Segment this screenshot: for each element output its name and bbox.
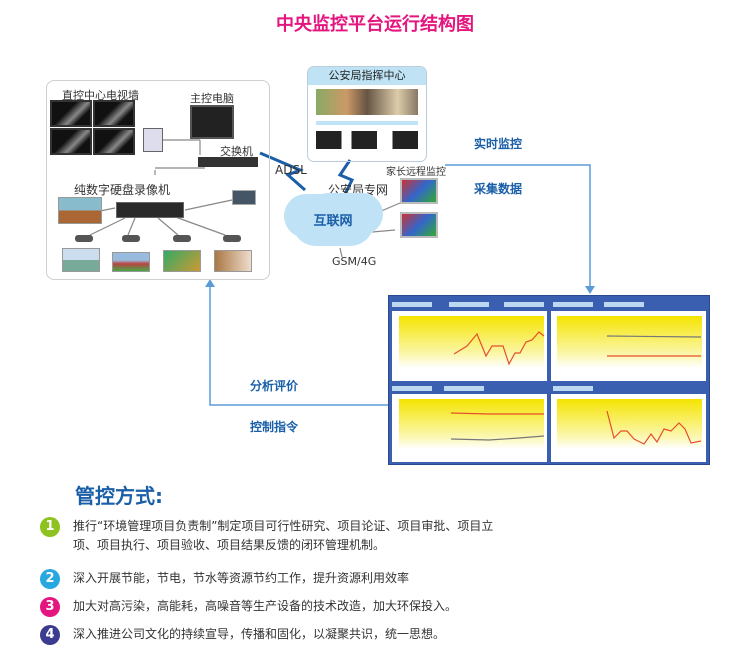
page-title: 中央监控平台运行结构图 xyxy=(276,14,474,35)
switch-icon xyxy=(198,157,258,167)
police-center-box: 公安局指挥中心 xyxy=(307,66,427,162)
camera-icon xyxy=(173,235,191,242)
number-badge: 3 xyxy=(40,597,60,617)
tv-screen xyxy=(50,100,92,127)
bus-line xyxy=(316,121,418,125)
tv-screen xyxy=(50,128,92,155)
camera-icon xyxy=(75,235,93,242)
internet-cloud: 互联网 xyxy=(292,198,374,246)
realtime-label: 实时监控 xyxy=(474,137,523,151)
list-item-text: 推行“环境管理项目负责制”制定项目可行性研究、项目论证、项目审批、项目立项、项目… xyxy=(73,519,494,552)
tv-wall-label: 直控中心电视墙 xyxy=(62,89,139,102)
control-label: 控制指令 xyxy=(250,420,299,434)
computer-icon xyxy=(190,105,234,139)
realtime-arrow xyxy=(445,164,591,288)
section-title: 管控方式: xyxy=(75,484,163,508)
police-equipment-image xyxy=(316,131,418,149)
parent-monitor-label: 家长远程监控 xyxy=(386,167,446,178)
adsl-link xyxy=(259,151,306,192)
laptop-icon xyxy=(400,212,438,238)
monitoring-charts-panel xyxy=(388,295,710,465)
collect-label: 采集数据 xyxy=(474,182,523,196)
main-pc-label: 主控电脑 xyxy=(190,92,234,105)
tv-screen xyxy=(93,100,135,127)
police-center-label: 公安局指挥中心 xyxy=(308,67,426,85)
site-image xyxy=(214,250,252,272)
site-image xyxy=(62,248,100,272)
police-net-label: 公安局专网 xyxy=(328,183,389,197)
nvr-label: 纯数字硬盘录像机 xyxy=(74,183,171,197)
analyze-label: 分析评价 xyxy=(250,379,299,393)
adsl-label: ADSL xyxy=(275,163,307,177)
control-arrow xyxy=(209,285,388,406)
monitoring-charts-image xyxy=(392,302,706,462)
laptop-icon xyxy=(232,190,256,205)
list-item-text: 深入推进公司文化的持续宣导，传播和固化，以凝聚共识，统一思想。 xyxy=(73,627,446,641)
camera-icon xyxy=(223,235,241,242)
list-item-text: 深入开展节能，节电，节水等资源节约工作，提升资源利用效率 xyxy=(73,571,410,585)
police-link xyxy=(337,159,355,201)
switch-label: 交换机 xyxy=(220,145,253,158)
camera-view-image xyxy=(58,197,102,224)
number-badge: 2 xyxy=(40,569,60,589)
gsm-label: GSM/4G xyxy=(332,255,377,268)
nvr-icon xyxy=(116,202,184,218)
site-image xyxy=(163,250,201,272)
device-icon xyxy=(143,128,163,152)
tv-screen xyxy=(93,128,135,155)
camera-icon xyxy=(122,235,140,242)
laptop-icon xyxy=(400,178,438,204)
site-image xyxy=(112,252,150,272)
control-center-box xyxy=(46,80,270,280)
number-badge: 4 xyxy=(40,625,60,645)
video-wall-image xyxy=(316,89,418,115)
number-badge: 1 xyxy=(40,517,60,537)
list-item-text: 加大对高污染，高能耗，高噪音等生产设备的技术改造，加大环保投入。 xyxy=(73,599,458,613)
